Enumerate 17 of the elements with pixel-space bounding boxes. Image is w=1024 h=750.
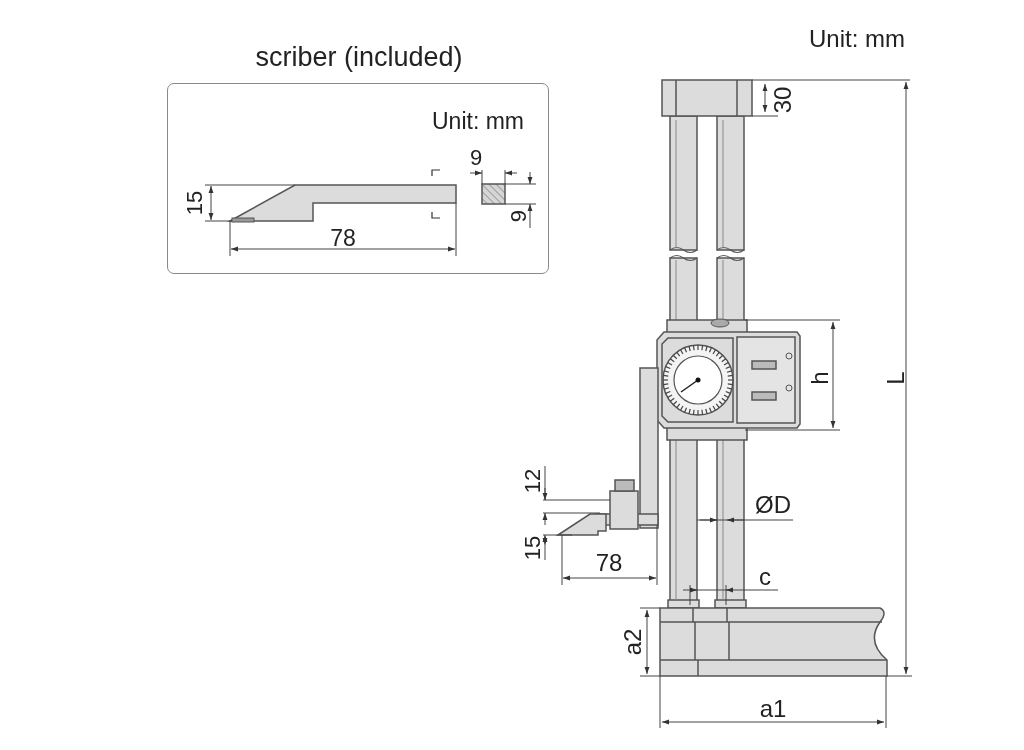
dimension-symbol: c bbox=[759, 565, 771, 589]
unit-note: Unit: mm bbox=[432, 109, 524, 133]
dimension-value: 12 bbox=[522, 468, 544, 494]
dimension-value: 78 bbox=[330, 226, 356, 250]
dimension-symbol: h bbox=[808, 371, 832, 385]
panel-heading: scriber (included) bbox=[255, 43, 463, 71]
unit-note: Unit: mm bbox=[809, 27, 905, 51]
dimension-value: 9 bbox=[469, 147, 483, 169]
dimension-symbol: ØD bbox=[755, 493, 791, 517]
dimension-value: 78 bbox=[595, 551, 623, 575]
dimension-value: 30 bbox=[771, 86, 795, 114]
dimension-value: 15 bbox=[184, 190, 206, 216]
dimension-value: 9 bbox=[508, 209, 530, 223]
dimension-symbol: a1 bbox=[759, 697, 787, 721]
dimension-symbol: a2 bbox=[621, 628, 645, 656]
dimension-symbol: L bbox=[884, 371, 908, 385]
dimension-value: 15 bbox=[522, 535, 544, 561]
